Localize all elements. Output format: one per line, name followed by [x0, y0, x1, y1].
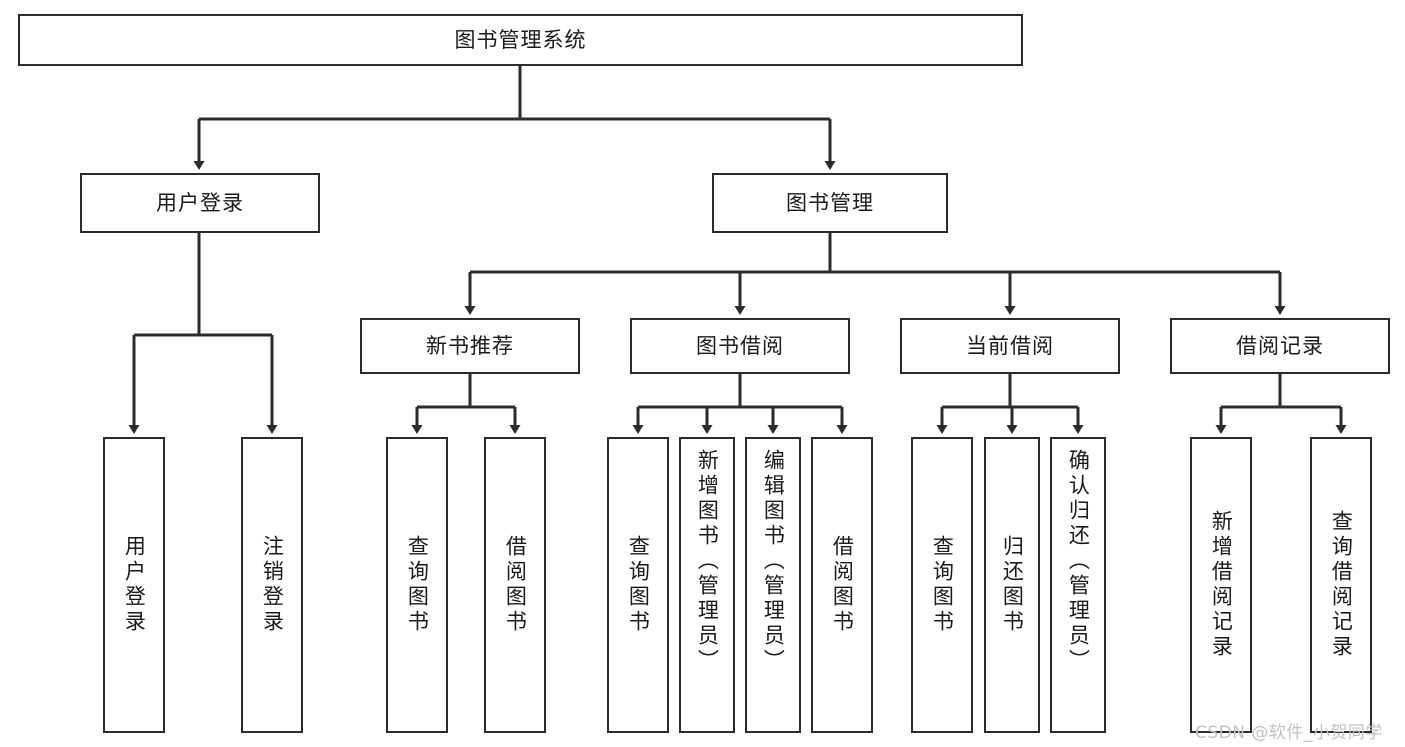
node-current-borrow[interactable]: 当前借阅 — [900, 318, 1120, 374]
node-leaf-add-record-label: 新增借阅记录 — [1209, 510, 1234, 660]
node-leaf-edit-book-admin[interactable]: 编辑图书（管理员） — [745, 437, 801, 733]
node-user-login[interactable]: 用户登录 — [80, 173, 320, 233]
node-current-borrow-label: 当前借阅 — [966, 333, 1054, 358]
node-leaf-query-record-label: 查询借阅记录 — [1329, 510, 1354, 660]
node-leaf-query-record[interactable]: 查询借阅记录 — [1310, 437, 1372, 733]
node-leaf-logout-label: 注销登录 — [260, 535, 285, 635]
node-leaf-query-book-3[interactable]: 查询图书 — [911, 437, 973, 733]
node-leaf-confirm-return[interactable]: 确认归还（管理员） — [1050, 437, 1106, 733]
node-borrow-record-label: 借阅记录 — [1236, 333, 1324, 358]
node-leaf-return-book-label: 归还图书 — [1000, 535, 1025, 635]
csdn-watermark: CSDN @软件_小贺同学 — [1195, 723, 1383, 743]
node-new-book-recommend[interactable]: 新书推荐 — [360, 318, 580, 374]
node-book-manage[interactable]: 图书管理 — [712, 173, 948, 233]
node-leaf-add-record[interactable]: 新增借阅记录 — [1190, 437, 1252, 733]
node-leaf-add-book-admin[interactable]: 新增图书（管理员） — [679, 437, 735, 733]
node-leaf-query-book-2-label: 查询图书 — [626, 535, 651, 635]
node-leaf-borrow-book-1[interactable]: 借阅图书 — [484, 437, 546, 733]
node-leaf-confirm-return-label: 确认归还（管理员） — [1066, 449, 1091, 674]
node-user-login-label: 用户登录 — [156, 190, 244, 215]
node-root[interactable]: 图书管理系统 — [18, 14, 1023, 66]
node-leaf-borrow-book-2-label: 借阅图书 — [830, 535, 855, 635]
node-leaf-borrow-book-2[interactable]: 借阅图书 — [811, 437, 873, 733]
node-leaf-query-book-3-label: 查询图书 — [930, 535, 955, 635]
node-new-book-recommend-label: 新书推荐 — [426, 333, 514, 358]
node-book-borrow[interactable]: 图书借阅 — [630, 318, 850, 374]
node-leaf-borrow-book-1-label: 借阅图书 — [503, 535, 528, 635]
node-root-label: 图书管理系统 — [454, 27, 587, 52]
node-leaf-edit-book-admin-label: 编辑图书（管理员） — [761, 449, 786, 674]
node-leaf-user-login-label: 用户登录 — [122, 535, 147, 635]
node-book-manage-label: 图书管理 — [786, 190, 874, 215]
node-leaf-query-book-1[interactable]: 查询图书 — [386, 437, 448, 733]
node-leaf-return-book[interactable]: 归还图书 — [984, 437, 1040, 733]
node-leaf-query-book-2[interactable]: 查询图书 — [607, 437, 669, 733]
node-leaf-logout[interactable]: 注销登录 — [241, 437, 303, 733]
node-borrow-record[interactable]: 借阅记录 — [1170, 318, 1390, 374]
node-book-borrow-label: 图书借阅 — [696, 333, 784, 358]
node-leaf-add-book-admin-label: 新增图书（管理员） — [695, 449, 720, 674]
node-leaf-user-login[interactable]: 用户登录 — [103, 437, 165, 733]
node-leaf-query-book-1-label: 查询图书 — [405, 535, 430, 635]
